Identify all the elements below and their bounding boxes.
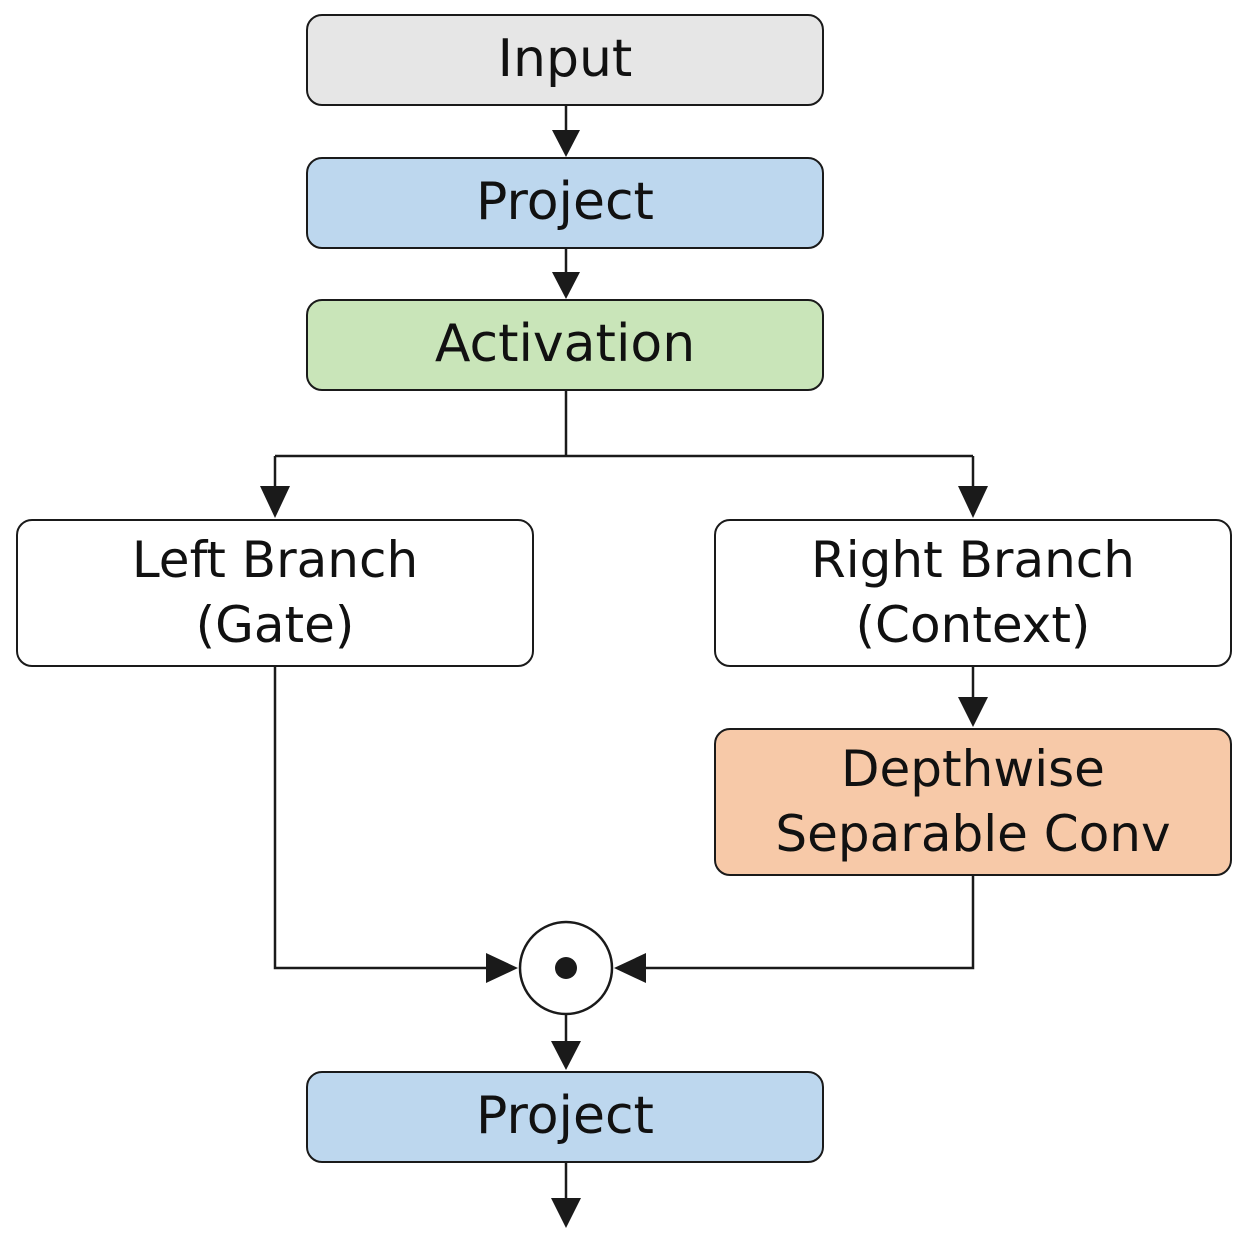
input-node: Input [306, 14, 824, 106]
arrowhead-left-branch [260, 486, 290, 518]
activation-label: Activation [434, 314, 696, 375]
right-branch-title: Right Branch [811, 531, 1135, 589]
activation-node: Activation [306, 299, 824, 391]
left-branch-node: Left Branch (Gate) [16, 519, 534, 667]
project-node-top: Project [306, 157, 824, 249]
arrowhead-project-top [552, 130, 580, 157]
arrowhead-depthwise [958, 697, 988, 727]
arrowhead-product-right [614, 953, 646, 983]
arrowhead-activation [552, 272, 580, 299]
elementwise-product-operator [518, 920, 614, 1016]
right-branch-subtitle: (Context) [855, 596, 1091, 654]
left-branch-subtitle: (Gate) [195, 596, 355, 654]
connector-left-product [273, 667, 488, 970]
input-label: Input [497, 29, 633, 90]
depthwise-subtitle: Separable Conv [775, 805, 1171, 863]
project-bottom-label: Project [476, 1086, 654, 1147]
connector-depthwise-product [642, 876, 975, 970]
product-dot [555, 957, 577, 979]
arrowhead-project-bottom [551, 1041, 581, 1070]
depthwise-title: Depthwise [841, 740, 1105, 798]
arrowhead-product-left [486, 953, 518, 983]
right-branch-node: Right Branch (Context) [714, 519, 1232, 667]
project-top-label: Project [476, 172, 654, 233]
arrowhead-output [551, 1198, 581, 1228]
depthwise-conv-node: Depthwise Separable Conv [714, 728, 1232, 876]
arrowhead-right-branch [958, 486, 988, 518]
left-branch-title: Left Branch [131, 531, 419, 589]
project-node-bottom: Project [306, 1071, 824, 1163]
